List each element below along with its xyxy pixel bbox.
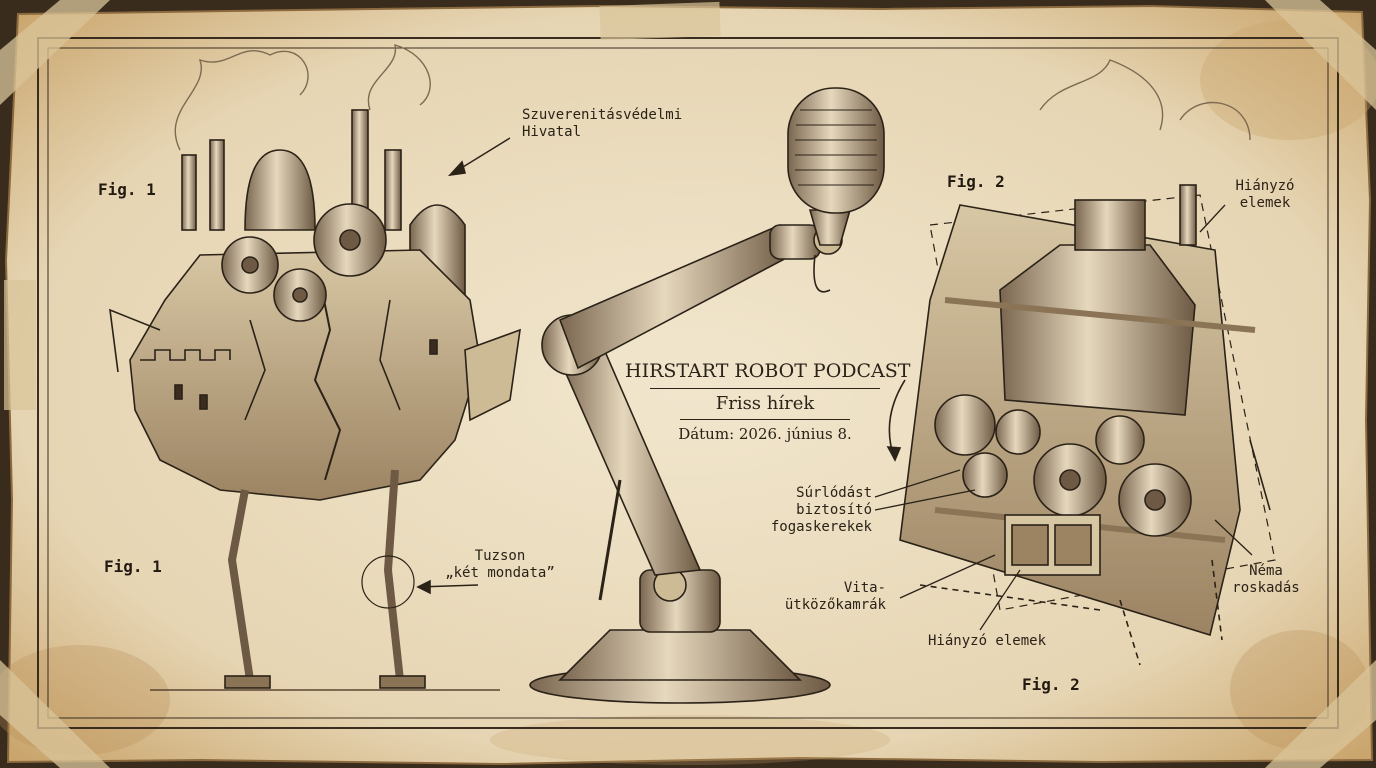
microphone-head (787, 87, 885, 214)
callout-gears: Súrlódást biztosító fogaskerekek (760, 485, 872, 536)
gear (1095, 415, 1145, 465)
callout-office-line1: Szuverenitásvédelmi (522, 107, 683, 123)
title-divider (650, 388, 880, 389)
wrist-joint (769, 224, 821, 260)
leg (227, 489, 254, 681)
callout-chamber-line2: ütközőkamrák (784, 597, 886, 613)
smoke (367, 44, 431, 111)
subtitle-divider (680, 419, 850, 420)
fig-label-left-top: Fig. 1 (98, 180, 156, 199)
gear-hub (1059, 469, 1081, 491)
callout-gears-line1: Súrlódást (796, 485, 872, 501)
callout-collapse: Néma roskadás (1226, 563, 1306, 597)
callout-arrow (1214, 519, 1253, 556)
pipe (944, 297, 1256, 333)
arrowhead (447, 160, 467, 177)
dome (244, 149, 316, 231)
mic-cable (813, 254, 831, 293)
fin (464, 328, 521, 422)
chimney (209, 139, 225, 231)
crack (379, 299, 401, 411)
hydraulic (598, 479, 622, 601)
callout-missing-top-line1: Hiányzó (1235, 178, 1295, 194)
chimney (181, 154, 197, 231)
outer-frame (37, 37, 1339, 729)
fig-label-left-bottom: Fig. 1 (104, 557, 162, 576)
tape-corner (0, 660, 110, 768)
callout-arrow (979, 569, 1021, 631)
smoke (1179, 101, 1251, 141)
callout-crack-line1: Tuzson (474, 548, 526, 564)
smoke (1039, 59, 1164, 131)
cutaway-machine-diagram (874, 59, 1276, 666)
inner-frame (47, 47, 1329, 719)
arm-base-pedestal (558, 629, 802, 681)
chamber-window (1011, 524, 1049, 566)
podcast-title: HIRSTART ROBOT PODCAST (625, 360, 911, 382)
window (429, 339, 438, 355)
callout-arrow (899, 554, 996, 599)
chimney (1179, 184, 1197, 246)
tape-strip (4, 280, 36, 410)
callout-collapse-line2: roskadás (1232, 580, 1300, 596)
callout-missing-bottom: Hiányzó elemek (928, 633, 1047, 649)
tape-corner (0, 0, 110, 105)
battlements (140, 349, 231, 361)
walking-castle-illustration (109, 44, 521, 691)
castle-body (129, 249, 481, 501)
motion-arrow (919, 584, 1101, 611)
motion-arrow (1119, 599, 1141, 666)
robot-microphone-arm (529, 87, 885, 704)
callout-arrow (874, 469, 961, 498)
callout-chamber-line1: Vita- (843, 580, 886, 596)
callout-office: Szuverenitásvédelmi Hivatal (522, 107, 682, 141)
callout-missing-top-line2: elemek (1239, 195, 1291, 211)
tape-corner (1265, 0, 1376, 110)
callout-arrow (1199, 204, 1226, 233)
gear (995, 409, 1041, 455)
callout-gears-line3: fogaskerekek (770, 519, 872, 535)
arrowhead (416, 579, 431, 595)
callout-gears-line2: biztosító (796, 502, 872, 518)
crack-highlight-circle (361, 555, 415, 609)
gear (934, 394, 996, 456)
podcast-subtitle: Friss hírek (715, 393, 815, 414)
motion-arrow (1211, 559, 1223, 641)
fig-label-right-bottom: Fig. 2 (1022, 675, 1080, 694)
callout-chamber: Vita- ütközőkamrák (770, 580, 886, 614)
tape-corner (1265, 660, 1376, 768)
arrowhead (886, 446, 902, 462)
callout-missing-top: Hiányzó elemek (1230, 178, 1300, 212)
callout-arrow (874, 489, 976, 511)
smoke (174, 50, 309, 151)
gear-hub (241, 256, 259, 274)
callout-collapse-line1: Néma (1249, 563, 1283, 579)
tape-strip (599, 1, 721, 41)
gear-hub (292, 287, 308, 303)
foot (224, 675, 271, 689)
window (199, 394, 208, 410)
gear (962, 452, 1008, 498)
foot (379, 675, 426, 689)
callout-crack-line2: „két mondata” (445, 565, 555, 581)
callout-crack: Tuzson „két mondata” (430, 548, 570, 582)
gear-hub (339, 229, 361, 251)
tank-top (1074, 199, 1146, 251)
crane (109, 308, 161, 373)
crack (313, 279, 342, 481)
crack (244, 319, 266, 421)
callout-office-line2: Hivatal (522, 124, 582, 140)
leg (383, 469, 404, 681)
gear-hub (1144, 489, 1166, 511)
podcast-date: Dátum: 2026. június 8. (678, 425, 852, 443)
chamber-window (1054, 524, 1092, 566)
chimney (384, 149, 402, 231)
stain (490, 715, 890, 765)
tank (999, 244, 1196, 416)
motion-arrow (1249, 439, 1271, 511)
fig-label-right-top: Fig. 2 (947, 172, 1005, 191)
window (174, 384, 183, 400)
